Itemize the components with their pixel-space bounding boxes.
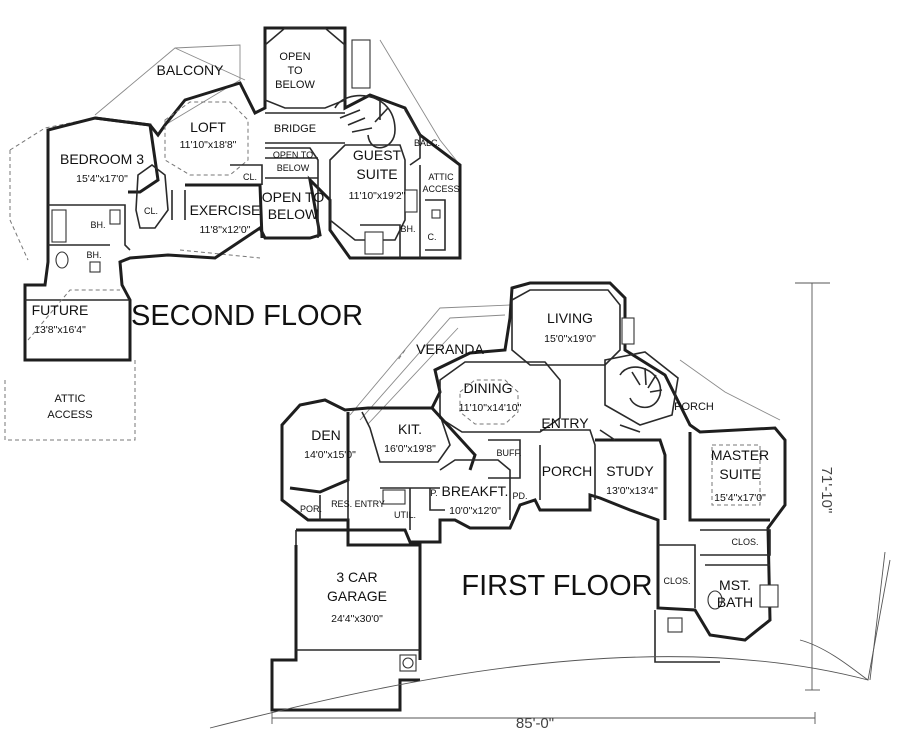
cl2-label: CL. (243, 172, 257, 182)
first-floor-heading: FIRST FLOOR (461, 570, 652, 602)
porch-center-label: PORCH (542, 463, 593, 479)
clos2-label: CLOS. (663, 576, 690, 586)
por-label: POR. (300, 504, 322, 514)
p-label: P. (430, 488, 437, 498)
future-label: FUTURE (32, 302, 89, 318)
bedroom3-label: BEDROOM 3 (60, 151, 144, 167)
depth-dimension: 71'-10" (818, 467, 835, 514)
loft-label: LOFT (190, 119, 226, 135)
living-label: LIVING (547, 310, 593, 326)
guest-suite-size: 11'10"x19'2" (349, 190, 406, 202)
veranda-label: VERANDA (416, 341, 484, 357)
loft-size: 11'10"x18'8" (180, 139, 237, 151)
den-label: DEN (311, 427, 341, 443)
pd-label: PD. (512, 491, 527, 501)
bh1-label: BH. (90, 220, 105, 230)
bh2-label: BH. (86, 250, 101, 260)
study-label: STUDY (606, 463, 654, 479)
garage-size: 24'4"x30'0" (331, 613, 383, 625)
dining-size: 11'10"x14'10" (459, 402, 522, 414)
cl3-label: C. (428, 232, 437, 242)
width-dimension: 85'-0" (516, 715, 554, 732)
res-entry-label: RES. ENTRY (331, 499, 385, 509)
second-floor-heading: SECOND FLOOR (131, 300, 363, 332)
den-size: 14'0"x15'0" (304, 449, 356, 461)
mst-bath-label: MST.BATH (717, 577, 753, 610)
kit-label: KIT. (398, 421, 422, 437)
kit-size: 16'0"x19'8" (384, 443, 436, 455)
first-floor-plan (209, 281, 891, 729)
buff-label: BUFF. (496, 448, 521, 458)
porch-right-label: PORCH (674, 401, 714, 413)
second-floor-plan (4, 26, 462, 441)
bridge-label: BRIDGE (274, 123, 316, 135)
exercise-label: EXERCISE (190, 202, 261, 218)
bedroom3-size: 15'4"x17'0" (76, 173, 128, 185)
study-size: 13'0"x13'4" (606, 485, 658, 497)
master-suite-size: 15'4"x17'0" (714, 492, 766, 504)
entry-label: ENTRY (541, 415, 589, 431)
cl1-label: CL. (144, 206, 158, 216)
dining-label: DINING (464, 380, 513, 396)
breakft-label: BREAKFT. (442, 483, 509, 499)
living-size: 15'0"x19'0" (544, 333, 596, 345)
breakft-size: 10'0"x12'0" (449, 505, 501, 517)
bh3-label: BH. (400, 224, 415, 234)
util-label: UTIL. (394, 510, 416, 520)
clos1-label: CLOS. (731, 537, 758, 547)
balc-label: BALC. (414, 138, 440, 148)
balcony-label: BALCONY (157, 62, 225, 78)
future-size: 13'8"x16'4" (34, 324, 86, 336)
exercise-size: 11'8"x12'0" (200, 224, 251, 236)
